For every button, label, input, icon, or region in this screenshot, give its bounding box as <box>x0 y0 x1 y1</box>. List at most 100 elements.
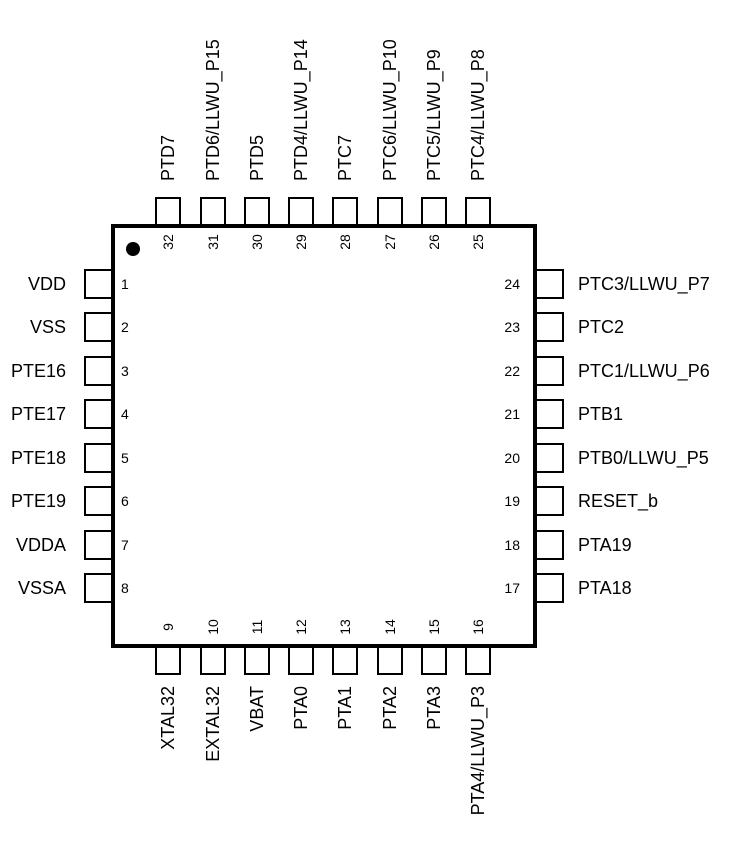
pin-number-30: 30 <box>249 234 265 250</box>
pin-label-24: PTC3/LLWU_P7 <box>578 274 710 295</box>
pin-number-4: 4 <box>121 406 129 422</box>
pin1-marker-dot <box>126 242 140 256</box>
pin-number-27: 27 <box>382 234 398 250</box>
pin-label-7: VDDA <box>16 535 66 555</box>
pin-pad-26 <box>421 197 447 226</box>
pin-pad-20 <box>535 443 564 473</box>
pin-label-3: PTE16 <box>11 361 66 381</box>
pin-number-15: 15 <box>426 619 442 635</box>
pin-number-11: 11 <box>249 620 265 635</box>
pin-number-23: 23 <box>504 319 520 335</box>
pin-label-5: PTE18 <box>11 448 66 468</box>
pin-number-10: 10 <box>205 619 221 635</box>
pin-number-1: 1 <box>121 276 129 292</box>
pin-label-26: PTC5/LLWU_P9 <box>424 49 445 181</box>
pin-label-19: RESET_b <box>578 491 658 512</box>
pin-label-17: PTA18 <box>578 578 632 598</box>
pin-number-14: 14 <box>382 619 398 635</box>
pin-label-27: PTC6/LLWU_P10 <box>380 39 401 181</box>
pin-pad-7 <box>84 530 113 560</box>
pin-pad-19 <box>535 486 564 516</box>
pin-pad-12 <box>288 646 314 675</box>
pin-label-18: PTA19 <box>578 535 632 555</box>
pin-number-20: 20 <box>504 450 520 466</box>
pin-number-19: 19 <box>504 493 520 509</box>
pin-label-31: PTD6/LLWU_P15 <box>203 39 224 181</box>
pin-pad-11 <box>244 646 270 675</box>
pin-pad-27 <box>377 197 403 226</box>
chip-body <box>111 224 537 648</box>
pin-number-32: 32 <box>160 234 176 250</box>
pin-number-12: 12 <box>293 619 309 635</box>
pin-label-23: PTC2 <box>578 317 624 337</box>
pin-number-2: 2 <box>121 319 129 335</box>
pin-number-22: 22 <box>504 363 520 379</box>
pin-label-22: PTC1/LLWU_P6 <box>578 361 710 382</box>
pin-label-8: VSSA <box>18 578 66 598</box>
pin-number-18: 18 <box>504 537 520 553</box>
pin-pad-2 <box>84 312 113 342</box>
pin-pad-5 <box>84 443 113 473</box>
pin-pad-16 <box>465 646 491 675</box>
pin-label-30: PTD5 <box>247 135 267 181</box>
pin-label-6: PTE19 <box>11 491 66 511</box>
pin-pad-3 <box>84 356 113 386</box>
pin-label-29: PTD4/LLWU_P14 <box>291 39 312 181</box>
pin-pad-24 <box>535 269 564 299</box>
pin-label-11: VBAT <box>247 686 267 732</box>
pin-label-1: VDD <box>28 274 66 294</box>
pin-pad-32 <box>155 197 181 226</box>
pin-pad-15 <box>421 646 447 675</box>
pin-number-3: 3 <box>121 363 129 379</box>
pin-label-4: PTE17 <box>11 404 66 424</box>
pin-pad-30 <box>244 197 270 226</box>
pin-pad-17 <box>535 573 564 603</box>
pin-label-25: PTC4/LLWU_P8 <box>468 49 489 181</box>
pin-pad-8 <box>84 573 113 603</box>
pin-number-5: 5 <box>121 450 129 466</box>
pins-group: 1 VDD 2 VSS 3 PTE16 4 PTE17 5 PTE18 6 PTE19 7 VDDA 8 VS… <box>11 39 710 815</box>
pin-pad-28 <box>332 197 358 226</box>
pin-number-21: 21 <box>504 406 520 422</box>
pin-pad-22 <box>535 356 564 386</box>
pin-number-31: 31 <box>205 234 221 250</box>
pin-label-16: PTA4/LLWU_P3 <box>468 686 489 815</box>
pin-number-9: 9 <box>160 623 176 631</box>
pin-pad-10 <box>200 646 226 675</box>
pin-pad-1 <box>84 269 113 299</box>
pin-label-12: PTA0 <box>291 686 311 730</box>
pin-number-13: 13 <box>337 619 353 635</box>
pin-label-32: PTD7 <box>158 135 178 181</box>
pin-number-26: 26 <box>426 234 442 250</box>
pin-label-9: XTAL32 <box>158 686 178 750</box>
pin-label-28: PTC7 <box>335 135 355 181</box>
pin-number-25: 25 <box>470 234 486 250</box>
pin-label-14: PTA2 <box>380 686 400 730</box>
pin-label-20: PTB0/LLWU_P5 <box>578 448 709 469</box>
pin-number-6: 6 <box>121 493 129 509</box>
pin-pad-25 <box>465 197 491 226</box>
pin-number-16: 16 <box>470 619 486 635</box>
pin-label-2: VSS <box>30 317 66 337</box>
pin-pad-6 <box>84 486 113 516</box>
pin-pad-23 <box>535 312 564 342</box>
pin-label-13: PTA1 <box>335 686 355 730</box>
pin-pad-9 <box>155 646 181 675</box>
pin-pad-14 <box>377 646 403 675</box>
pin-label-21: PTB1 <box>578 404 623 424</box>
pin-pad-18 <box>535 530 564 560</box>
pin-number-8: 8 <box>121 580 129 596</box>
pin-label-15: PTA3 <box>424 686 444 730</box>
pin-pad-4 <box>84 399 113 429</box>
pin-pad-29 <box>288 197 314 226</box>
pin-number-17: 17 <box>504 580 520 596</box>
pin-number-29: 29 <box>293 234 309 250</box>
pin-label-10: EXTAL32 <box>203 686 223 762</box>
pin-pad-13 <box>332 646 358 675</box>
pin-number-7: 7 <box>121 537 129 553</box>
pin-pad-21 <box>535 399 564 429</box>
pin-pad-31 <box>200 197 226 226</box>
pin-number-28: 28 <box>337 234 353 250</box>
